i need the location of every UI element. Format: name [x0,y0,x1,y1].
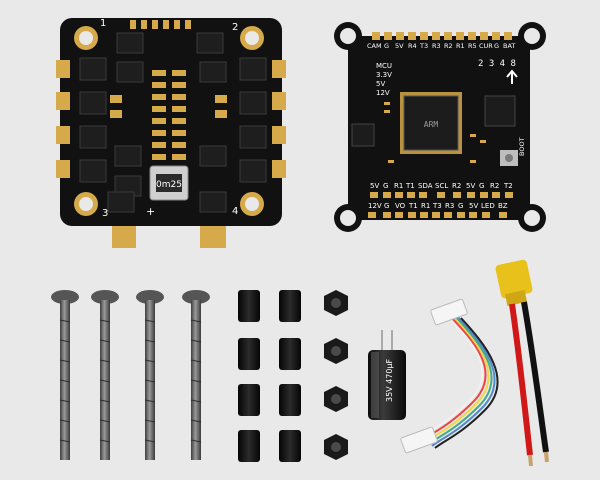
fc-pad-label: T3 [432,202,442,210]
red-wire [509,303,533,456]
esc-top-pads [130,20,191,29]
standoff [279,290,301,322]
esc-corner-label-4: 4 [232,206,238,217]
esc-corner-label-1: 1 [100,18,106,29]
standoffs [238,290,301,462]
fc-mcu-label: ARM [424,120,439,129]
jst-connector-bottom [400,426,438,454]
fc-pad-label: 5V [395,42,404,50]
fc-pad-label: VO [395,202,406,210]
black-wire [521,301,549,453]
fc-pad-label: T1 [408,202,418,210]
fc-pad-label: R2 [444,42,453,50]
fc-pad-label: G [384,202,389,210]
standoff [279,338,301,370]
standoff [238,430,260,462]
esc-center-pads [110,70,227,160]
fc-boot-button-knob [505,154,513,162]
fc-voltage-label: 12V [376,89,390,97]
fc-board: CAM G 5V R4 T3 R3 R2 R1 R5 CUR G BAT MCU… [334,22,546,232]
xt60-connector [495,259,533,299]
fc-mcu: ARM [400,92,462,154]
fc-gyro-chip [484,95,516,127]
esc-corner-label-3: 3 [102,208,108,219]
nuts [324,290,348,460]
fc-pad-label: SDA [418,182,433,190]
fc-pad-label: CAM [367,42,382,50]
electrolytic-capacitor: 35V 470µF [368,330,406,420]
fc-mid-pad-labels: 5V G R1 T1 SDA SCL R2 5V G R2 T2 [370,182,513,190]
fc-regulator-chip [351,123,375,147]
standoff [279,430,301,462]
fc-pad-label: 5V [466,182,475,190]
fc-pad-label: R1 [421,202,430,210]
fc-pad-label: T3 [419,42,428,50]
standoff [279,384,301,416]
screw [182,290,210,460]
fc-pad-label: R3 [432,42,441,50]
esc-polarity-symbol: + [146,205,155,218]
screw [51,290,79,460]
fc-pad-label: R4 [408,42,417,50]
fc-voltage-label: 5V [376,80,385,88]
fc-pad-label: LED [481,202,495,210]
fc-pad-label: CUR [479,42,493,50]
fc-pad-label: BAT [503,42,515,50]
standoff [238,338,260,370]
fc-pad-label: G [494,42,499,50]
fc-mid-pad-row [370,192,513,198]
standoff [238,290,260,322]
fc-pad-label: R2 [452,182,461,190]
standoff [238,384,260,416]
screw-threads [59,319,202,443]
fc-pad-label: SCL [435,182,448,190]
esc-board: 0m25 1 2 3 4 + [56,18,286,248]
esc-capacitor-label-bg [156,174,182,192]
esc-motor-pads [56,60,286,178]
fc-pad-label: R2 [490,182,499,190]
fc-bottom-pad-row [368,212,507,218]
fc-pad-label: G [479,182,484,190]
fc-top-pad-labels: CAM G 5V R4 T3 R3 R2 R1 R5 CUR G BAT [367,42,515,50]
xt60-lead [495,259,549,467]
fc-pad-label: G [383,182,388,190]
fc-voltage-label: 3.3V [376,71,392,79]
fc-pad-label: BZ [498,202,508,210]
black-wire-tip [544,451,549,463]
screw [91,290,119,460]
capacitor-rating: 35V 470µF [385,358,394,402]
fc-esc-numbers: 2 3 4 8 [478,59,516,69]
red-wire-tip [528,454,533,467]
fc-pad-label: 5V [370,182,379,190]
fc-boot-label: BOOT [518,137,526,156]
esc-corner-label-2: 2 [232,22,238,33]
fc-pad-label: R1 [456,42,465,50]
esc-capacitor-label: 0m25 [156,180,182,190]
screws [51,290,210,460]
fc-pad-label: 12V [368,202,382,210]
fc-pad-label: R3 [445,202,454,210]
screw [136,290,164,460]
fc-direction-arrow-icon [506,69,518,84]
jst-connector-top [430,298,468,326]
fc-passives [384,102,486,163]
fc-mount-holes [334,22,546,232]
esc-mosfets [79,32,267,213]
fc-pad-label: R5 [468,42,477,50]
esc-mount-holes [74,26,264,216]
fc-pad-label: G [384,42,389,50]
fc-pad-label: R1 [394,182,403,190]
fc-pad-label: 5V [469,202,478,210]
fc-pad-label: T2 [503,182,513,190]
fc-pad-label: G [458,202,463,210]
fc-voltage-labels: MCU 3.3V 5V 12V [376,62,392,97]
fc-bottom-pad-labels: 12V G VO T1 R1 T3 R3 G 5V LED BZ [368,202,508,210]
fc-top-pad-row [372,32,512,40]
fc-pad-label: T1 [405,182,415,190]
fc-voltage-label: MCU [376,62,392,70]
